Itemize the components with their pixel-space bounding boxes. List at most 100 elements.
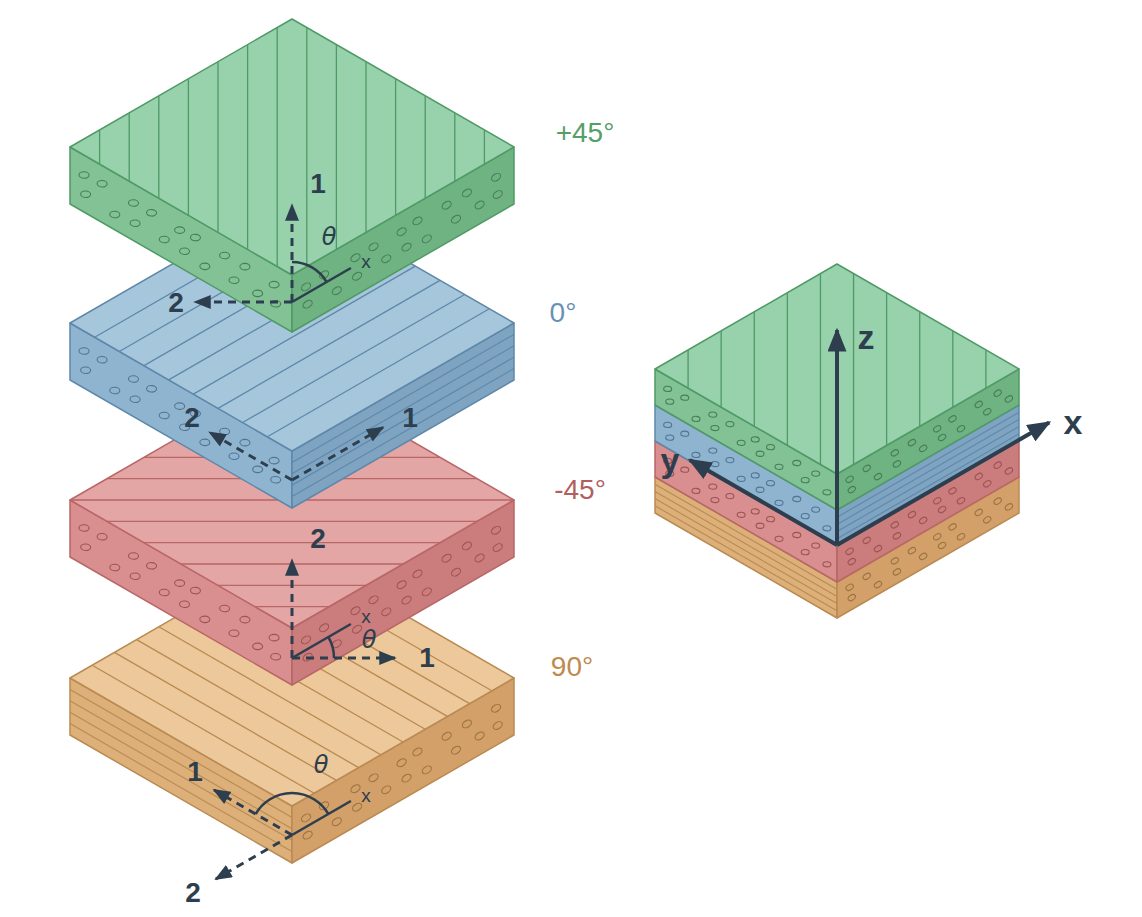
fiber-end [918, 444, 928, 453]
fiber-end [110, 211, 120, 218]
fiber-end [302, 830, 314, 841]
fiber-end [110, 387, 120, 394]
fiber-end [756, 451, 764, 457]
fiber-end [775, 536, 783, 542]
fiber-end [396, 757, 408, 768]
fiber-end [711, 461, 719, 467]
fiber-end [461, 541, 473, 552]
fiber-end [229, 453, 239, 460]
fiber-end [240, 263, 250, 270]
fiber-end [396, 226, 408, 237]
fiber-end [450, 567, 462, 578]
fiber-end [681, 467, 689, 473]
fiber-line [886, 264, 887, 474]
fiber-line [754, 264, 755, 474]
fiber-end [350, 252, 362, 263]
fiber-end [128, 199, 138, 206]
fiber-end [766, 444, 774, 450]
fiber-end [1004, 467, 1014, 476]
axis-2-arrow [195, 301, 292, 304]
fiber-end [775, 464, 783, 470]
fiber-end [932, 496, 942, 505]
fiber-end [128, 552, 138, 559]
fiber-end [681, 395, 689, 401]
fiber-line [395, 19, 396, 275]
fiber-end [847, 485, 857, 494]
fiber-end [80, 367, 90, 374]
fiber-end [956, 496, 966, 505]
fiber-end [492, 189, 504, 200]
fiber-end [812, 507, 820, 513]
fiber-end [146, 209, 156, 216]
fiber-end [159, 412, 169, 419]
fiber-end [692, 416, 700, 422]
fiber-end [252, 466, 262, 473]
axis-1-arrow [291, 205, 294, 302]
ply [70, 550, 514, 879]
fiber-end [793, 460, 801, 466]
axis-label: x [361, 252, 371, 271]
fiber-line [985, 264, 986, 474]
fiber-end [948, 415, 958, 424]
fiber-end [982, 479, 992, 488]
fiber-end [80, 544, 90, 551]
fiber-end [252, 290, 262, 297]
ply-top-face [70, 19, 514, 275]
ply-top-outline [70, 19, 514, 275]
fiber-end [756, 487, 764, 493]
fiber-end [974, 400, 984, 409]
fiber-end [918, 516, 928, 525]
fiber-end [907, 510, 917, 519]
fiber-end [664, 386, 672, 392]
fiber-end [240, 616, 250, 623]
fiber-end [474, 731, 486, 742]
fiber-end [461, 719, 473, 730]
axis-label: 1 [310, 170, 326, 198]
fiber-end [219, 428, 229, 435]
fiber-end [873, 544, 883, 553]
fiber-end [331, 816, 343, 827]
fiber-line [247, 19, 248, 275]
fiber-end [97, 533, 107, 540]
fiber-end [737, 512, 745, 518]
fiber-end [801, 549, 809, 555]
fiber-end [956, 532, 966, 541]
fiber-end [401, 242, 413, 253]
fiber-end [128, 375, 138, 382]
laminate-axes [690, 330, 1049, 545]
fiber-end [350, 783, 362, 794]
fiber-end [1004, 395, 1014, 404]
fiber-end [411, 215, 423, 226]
fiber-end [993, 389, 1003, 398]
fiber-end [709, 448, 717, 454]
fiber-end [490, 703, 502, 714]
fiber-end [812, 471, 820, 477]
fiber-end [709, 484, 717, 490]
fiber-line [70, 542, 514, 543]
fiber-end [252, 643, 262, 650]
x-reference-line [292, 624, 351, 658]
fiber-line [158, 19, 159, 275]
fiber-end [179, 601, 189, 608]
fiber-end [812, 543, 820, 549]
angle-symbol: θ [322, 225, 337, 249]
fiber-end [847, 593, 857, 602]
fiber-end [892, 532, 902, 541]
ply-angle-label: 90° [551, 653, 593, 681]
fiber-end [862, 464, 872, 473]
fiber-end [79, 172, 89, 179]
fiber-end [441, 200, 453, 211]
fiber-line [853, 264, 854, 474]
fiber-end [890, 449, 900, 458]
fiber-end [421, 233, 433, 244]
fiber-end [948, 487, 958, 496]
fiber-end [766, 516, 774, 522]
fiber-line [306, 19, 307, 275]
fiber-end [200, 263, 210, 270]
fiber-end [130, 220, 140, 227]
fiber-end [492, 542, 504, 553]
fiber-end [793, 532, 801, 538]
fiber-line [277, 19, 278, 275]
fiber-end [159, 589, 169, 596]
